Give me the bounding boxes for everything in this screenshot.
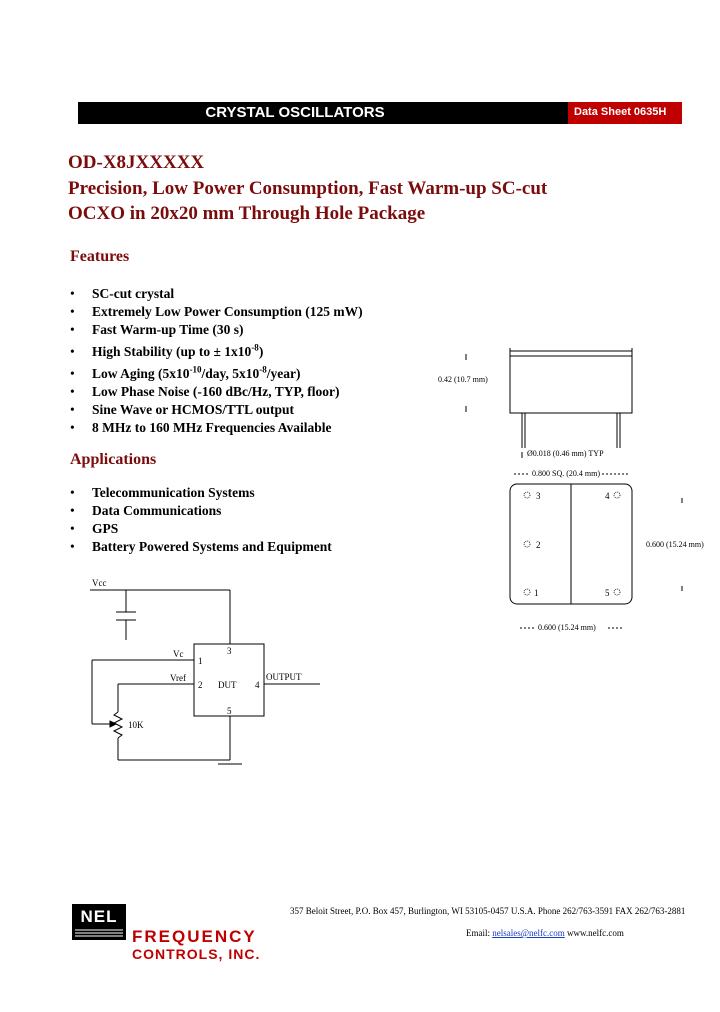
top-pin-5: 5 bbox=[605, 588, 610, 598]
vc-label: Vc bbox=[173, 649, 184, 659]
top-pin-4: 4 bbox=[605, 491, 610, 501]
package-outline-drawing: 0.42 (10.7 mm) Ø0.018 (0.46 mm) TYP 0.80… bbox=[438, 348, 704, 632]
application-item: Telecommunication Systems bbox=[68, 484, 332, 502]
feature-item: High Stability (up to ± 1x10-8) bbox=[68, 343, 363, 361]
dut-pin-1: 1 bbox=[198, 656, 203, 666]
header-title: CRYSTAL OSCILLATORS bbox=[205, 104, 385, 121]
nel-logo-text: NEL bbox=[80, 907, 118, 926]
feature-item: Extremely Low Power Consumption (125 mW) bbox=[68, 303, 363, 321]
square-dimension: 0.800 SQ. (20.4 mm) bbox=[532, 469, 600, 478]
email-link[interactable]: nelsales@nelfc.com bbox=[492, 928, 565, 938]
height-dimension: 0.42 (10.7 mm) bbox=[438, 375, 488, 384]
header-bar bbox=[78, 102, 682, 124]
application-item: GPS bbox=[68, 520, 332, 538]
feature-item: Low Phase Noise (-160 dBc/Hz, TYP, floor… bbox=[68, 383, 363, 401]
dut-pin-4: 4 bbox=[255, 680, 260, 690]
part-number: OD-X8JXXXXX bbox=[68, 152, 205, 173]
application-item: Data Communications bbox=[68, 502, 332, 520]
vertical-pin-spacing: 0.600 (15.24 mm) bbox=[646, 540, 704, 549]
dut-label: DUT bbox=[218, 680, 237, 690]
company-name-controls: CONTROLS, INC. bbox=[132, 946, 261, 962]
company-name-frequency: FREQUENCY bbox=[132, 927, 257, 946]
features-heading: Features bbox=[70, 248, 130, 265]
top-pin-3: 3 bbox=[536, 491, 541, 501]
nel-logo-stripes bbox=[75, 929, 123, 937]
features-list: SC-cut crystal Extremely Low Power Consu… bbox=[68, 285, 363, 437]
feature-item: 8 MHz to 160 MHz Frequencies Available bbox=[68, 419, 363, 437]
output-label: OUTPUT bbox=[266, 672, 302, 682]
product-title-line1: Precision, Low Power Consumption, Fast W… bbox=[68, 178, 548, 199]
pot-label: 10K bbox=[128, 720, 144, 730]
contact-line: Email: nelsales@nelfc.com www.nelfc.com bbox=[466, 928, 624, 938]
pin-diameter-dimension: Ø0.018 (0.46 mm) TYP bbox=[527, 449, 604, 458]
dut-pin-2: 2 bbox=[198, 680, 203, 690]
feature-item: Low Aging (5x10-10/day, 5x10-8/year) bbox=[68, 365, 363, 383]
top-pin-1: 1 bbox=[534, 588, 539, 598]
feature-item: SC-cut crystal bbox=[68, 285, 363, 303]
test-circuit-schematic: Vcc Vc Vref 1 2 3 4 5 DUT OUTPUT 10K bbox=[90, 578, 320, 765]
vcc-label: Vcc bbox=[92, 578, 107, 588]
vref-label: Vref bbox=[170, 673, 186, 683]
web-link[interactable]: www.nelfc.com bbox=[567, 928, 624, 938]
horizontal-pin-spacing: 0.600 (15.24 mm) bbox=[538, 623, 596, 632]
applications-list: Telecommunication Systems Data Communica… bbox=[68, 484, 332, 556]
applications-heading: Applications bbox=[70, 451, 157, 468]
nel-logo bbox=[72, 904, 126, 940]
email-label: Email: bbox=[466, 928, 490, 938]
company-address: 357 Beloit Street, P.O. Box 457, Burling… bbox=[290, 906, 686, 916]
top-pin-2: 2 bbox=[536, 540, 541, 550]
datasheet-number: Data Sheet 0635H bbox=[568, 102, 682, 124]
product-title-line2: OCXO in 20x20 mm Through Hole Package bbox=[68, 203, 426, 224]
dut-pin-5: 5 bbox=[227, 706, 232, 716]
dut-pin-3: 3 bbox=[227, 646, 232, 656]
feature-item: Sine Wave or HCMOS/TTL output bbox=[68, 401, 363, 419]
application-item: Battery Powered Systems and Equipment bbox=[68, 538, 332, 556]
feature-item: Fast Warm-up Time (30 s) bbox=[68, 321, 363, 339]
